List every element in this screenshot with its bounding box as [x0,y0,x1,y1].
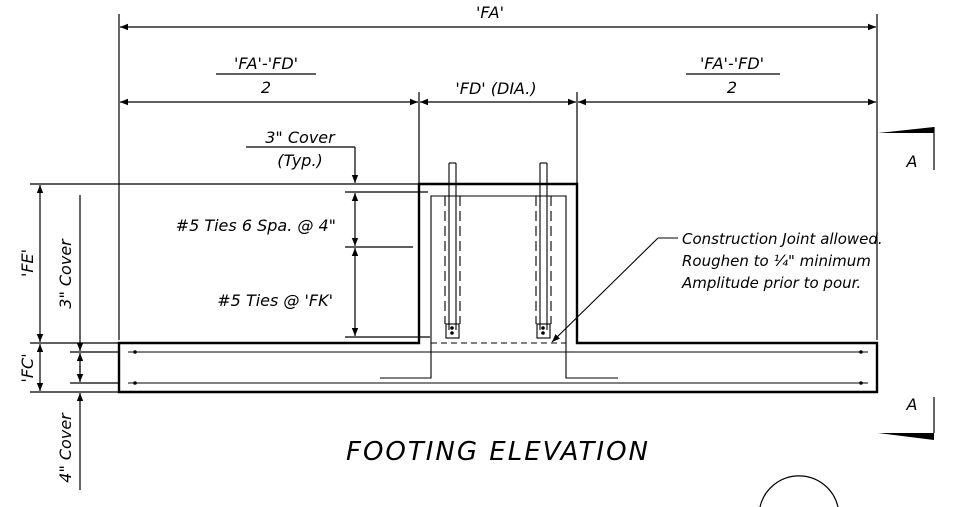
detail-callout-circle [759,475,839,507]
top-cover-typ-label: (Typ.) [277,151,323,170]
footing-thickness-label: 'FC' [18,353,37,382]
tie-spacing-dimensions [345,191,430,338]
note-line-1: Construction Joint allowed. [682,230,883,248]
lower-ties-label: #5 Ties @ 'FK' [217,291,333,310]
construction-joint-leader [551,237,678,343]
top-cover-label: 3" Cover [265,128,336,147]
dimension-fa-label: 'FA' [476,3,504,22]
drawing-title: FOOTING ELEVATION [346,437,650,467]
side-cover-label: 3" Cover [56,238,75,309]
left-fraction-numerator: 'FA'-'FD' [234,54,298,73]
upper-ties-label: #5 Ties 6 Spa. @ 4" [176,216,336,235]
dimension-fa [118,14,878,340]
section-marker-top [878,127,935,170]
pedestal-diameter-label: 'FD' (DIA.) [455,79,536,98]
rebar-dots [133,326,863,385]
footing-outline [117,182,879,394]
note-line-3: Amplitude prior to pour. [681,274,861,292]
left-vertical-dimensions [30,183,418,490]
rebar-layout [128,162,868,384]
note-line-2: Roughen to ¼" minimum [682,252,871,270]
section-marker-bottom [878,397,935,440]
dimension-side-and-pedestal [120,73,876,186]
pedestal-height-label: 'FE' [18,249,37,277]
top-cover-leader [246,146,359,183]
section-marker-bottom-label: A [906,395,918,414]
left-fraction-denominator: 2 [261,78,271,97]
section-marker-top-label: A [906,152,918,171]
right-fraction-numerator: 'FA'-'FD' [700,54,764,73]
right-fraction-denominator: 2 [727,78,737,97]
bottom-cover-label: 4" Cover [56,412,75,483]
